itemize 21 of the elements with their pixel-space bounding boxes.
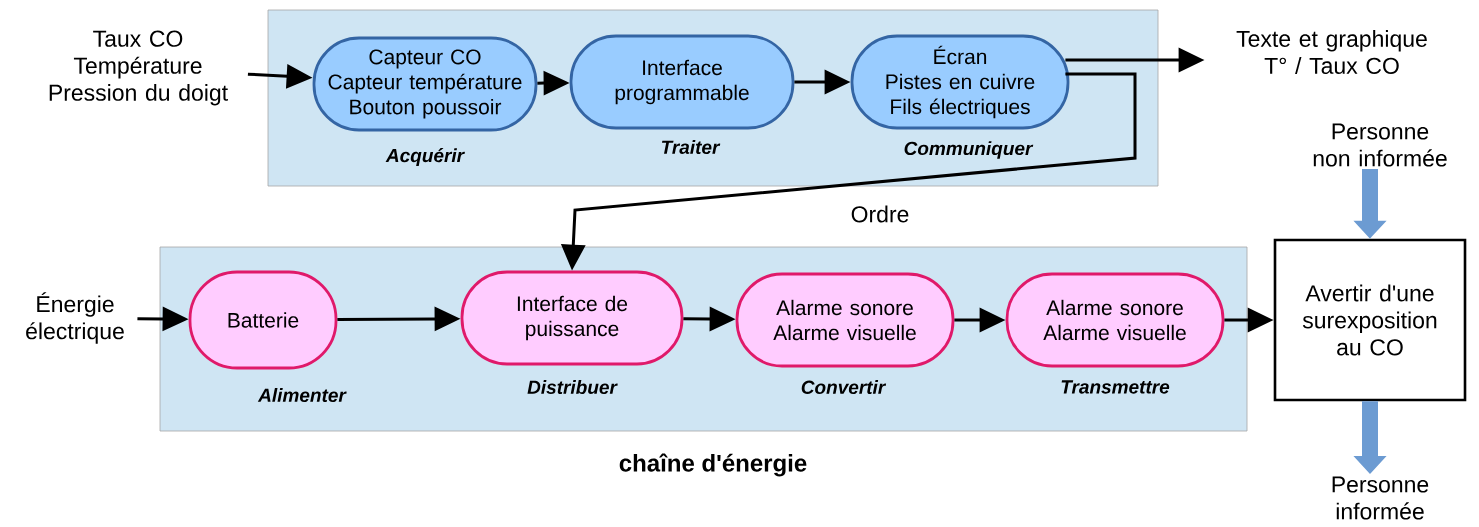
- rounded-box: Alarme sonore Alarme visuelle: [735, 272, 955, 368]
- band-heading: chaîne d'énergie: [619, 453, 807, 477]
- function-label: Transmettre: [1061, 380, 1170, 394]
- rounded-box: Écran Pistes en cuivre Fils électriques: [850, 34, 1070, 130]
- function-label: Acquérir: [385, 148, 465, 166]
- label-text: Énergie électrique: [26, 292, 124, 344]
- label-text: Texte et graphique T° / Taux CO: [1236, 30, 1427, 74]
- function-label: Distribuer: [527, 380, 618, 394]
- label-text: Personne non informée: [1313, 123, 1447, 167]
- function-label: Traiter: [661, 140, 721, 154]
- label-text: Personne informée: [1332, 476, 1429, 520]
- label-text: Taux CO Température Pression du doigt: [49, 30, 228, 106]
- edge-label: Ordre: [851, 205, 909, 223]
- box: Avertir d'une surexposition au CO: [1273, 238, 1467, 402]
- rounded-box: Capteur CO Capteur température Bouton poussoir: [312, 36, 538, 132]
- rounded-box: Interface de puissance: [460, 270, 684, 366]
- function-label: Convertir: [801, 380, 887, 394]
- rounded-box: Alarme sonore Alarme visuelle: [1005, 272, 1225, 368]
- rounded-box: Interface programmable: [569, 34, 795, 130]
- function-label: Communiquer: [904, 141, 1034, 159]
- function-label: Alimenter: [257, 388, 347, 402]
